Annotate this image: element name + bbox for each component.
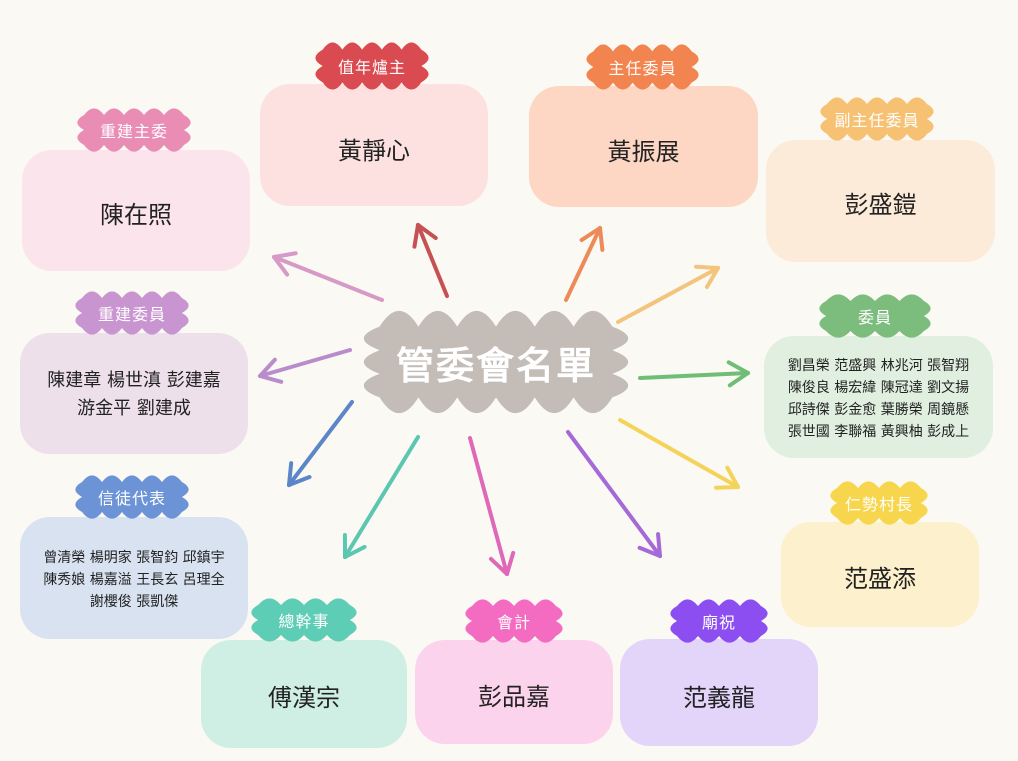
tag-cloud-shape	[251, 598, 357, 642]
tag-cloud-shape	[586, 44, 699, 90]
arrow-kuaiji	[468, 436, 516, 576]
diagram-title: 管委會名單	[395, 343, 596, 388]
card-chongjianwei	[20, 333, 248, 454]
tag-cloud-shape	[830, 481, 928, 525]
card-renshi	[781, 522, 979, 627]
names-weiyuan: 劉昌榮 范盛興 林兆河 張智翔陳俊良 楊宏緯 陳冠達 劉文揚邱詩傑 彭金愈 葉勝…	[764, 343, 993, 454]
tag-zongganshi: 總幹事	[240, 587, 368, 653]
center-cloud: 管委會名單	[345, 292, 647, 432]
tag-cloud-shape	[75, 291, 189, 335]
arrow-renshi	[618, 418, 740, 490]
name-line: 陳秀娘 楊嘉溢 王長玄 呂理全	[43, 571, 225, 588]
name-line: 黃振展	[607, 137, 680, 166]
names-chongjianzhu: 陳在照	[22, 157, 250, 267]
names-fuzhuren: 彭盛鎧	[766, 146, 995, 258]
names-renshi: 范盛添	[781, 530, 979, 623]
tag-cloud-shape	[465, 599, 563, 643]
name-line: 范盛添	[844, 565, 916, 593]
names-zhuren: 黃振展	[529, 95, 758, 203]
arrow-weiyuan	[638, 360, 750, 388]
tag-label: 會計	[496, 613, 531, 632]
arrow-zhuren	[564, 226, 605, 302]
names-chongjianwei: 陳建章 楊世滇 彭建嘉游金平 劉建成	[20, 340, 248, 450]
name-line: 謝櫻俊 張凱傑	[89, 593, 179, 610]
card-zongganshi	[201, 640, 407, 748]
card-chongjianzhu	[22, 150, 250, 271]
tag-label: 委員	[857, 308, 892, 327]
card-xintu	[20, 517, 248, 639]
tag-fuzhuren: 副主任委員	[809, 86, 945, 152]
name-line: 游金平 劉建成	[77, 398, 191, 419]
tag-chongjianwei: 重建委員	[64, 280, 200, 346]
tag-cloud-shape	[820, 97, 934, 141]
names-xintu: 曾清榮 楊明家 張智鈞 邱鎮宇陳秀娘 楊嘉溢 王長玄 呂理全謝櫻俊 張凱傑	[20, 524, 248, 635]
arrow-fuzhuren	[616, 264, 720, 324]
arrow-chongjianzhu	[272, 251, 384, 302]
name-line: 黃靜心	[338, 137, 410, 165]
tag-label: 廟祝	[701, 613, 736, 632]
card-miaozhu	[620, 639, 818, 746]
name-line: 張世國 李聯福 黃興柚 彭成上	[787, 423, 970, 440]
arrow-miaozhu	[566, 430, 662, 558]
tag-renshi: 仁勢村長	[819, 470, 939, 536]
card-fuzhuren	[766, 140, 995, 262]
name-line: 彭品嘉	[478, 682, 550, 711]
tag-label: 主任委員	[608, 59, 677, 78]
center-cloud-shape	[363, 310, 629, 414]
tag-weiyuan: 委員	[808, 283, 942, 349]
tag-cloud-shape	[77, 108, 191, 152]
name-line: 傅漢宗	[268, 684, 340, 712]
name-line: 曾清榮 楊明家 張智鈞 邱鎮宇	[43, 549, 225, 566]
arrow-xintu	[287, 400, 354, 487]
tag-xintu: 信徒代表	[64, 464, 200, 530]
tag-chongjianzhu: 重建主委	[66, 97, 202, 163]
name-line: 陳俊良 楊宏緯 陳冠達 劉文揚	[787, 379, 970, 396]
name-line: 劉昌榮 范盛興 林兆河 張智翔	[787, 357, 970, 374]
arrow-zhinian	[412, 223, 449, 298]
card-zhinian	[260, 84, 488, 206]
name-line: 邱詩傑 彭金愈 葉勝榮 周鏡懸	[787, 401, 970, 418]
names-kuaiji: 彭品嘉	[415, 648, 613, 740]
name-line: 陳建章 楊世滇 彭建嘉	[47, 370, 221, 391]
tag-zhinian: 值年爐主	[304, 31, 440, 101]
tag-label: 重建委員	[97, 305, 166, 324]
card-zhuren	[529, 86, 758, 207]
name-line: 彭盛鎧	[844, 190, 917, 219]
tag-label: 仁勢村長	[844, 495, 913, 514]
tag-label: 信徒代表	[97, 489, 166, 508]
tag-cloud-shape	[75, 475, 189, 519]
tag-kuaiji: 會計	[454, 588, 574, 654]
names-miaozhu: 范義龍	[620, 648, 818, 742]
tag-cloud-shape	[670, 599, 768, 643]
names-zhinian: 黃靜心	[260, 95, 488, 202]
tag-label: 副主任委員	[834, 111, 920, 130]
tag-label: 重建主委	[99, 122, 168, 141]
tag-miaozhu: 廟祝	[659, 588, 779, 654]
tag-label: 值年爐主	[337, 58, 406, 77]
name-line: 范義龍	[683, 683, 755, 712]
name-line: 陳在照	[100, 200, 172, 229]
tag-zhuren: 主任委員	[575, 33, 710, 101]
tag-cloud-shape	[819, 294, 931, 338]
center-cloud-fill	[363, 310, 629, 414]
arrow-zongganshi	[342, 435, 420, 559]
tag-cloud-shape	[315, 42, 429, 90]
card-kuaiji	[415, 640, 613, 744]
names-zongganshi: 傅漢宗	[201, 647, 407, 744]
arrow-chongjianwei	[258, 348, 352, 384]
tag-label: 總幹事	[278, 612, 330, 631]
card-weiyuan	[764, 336, 993, 458]
